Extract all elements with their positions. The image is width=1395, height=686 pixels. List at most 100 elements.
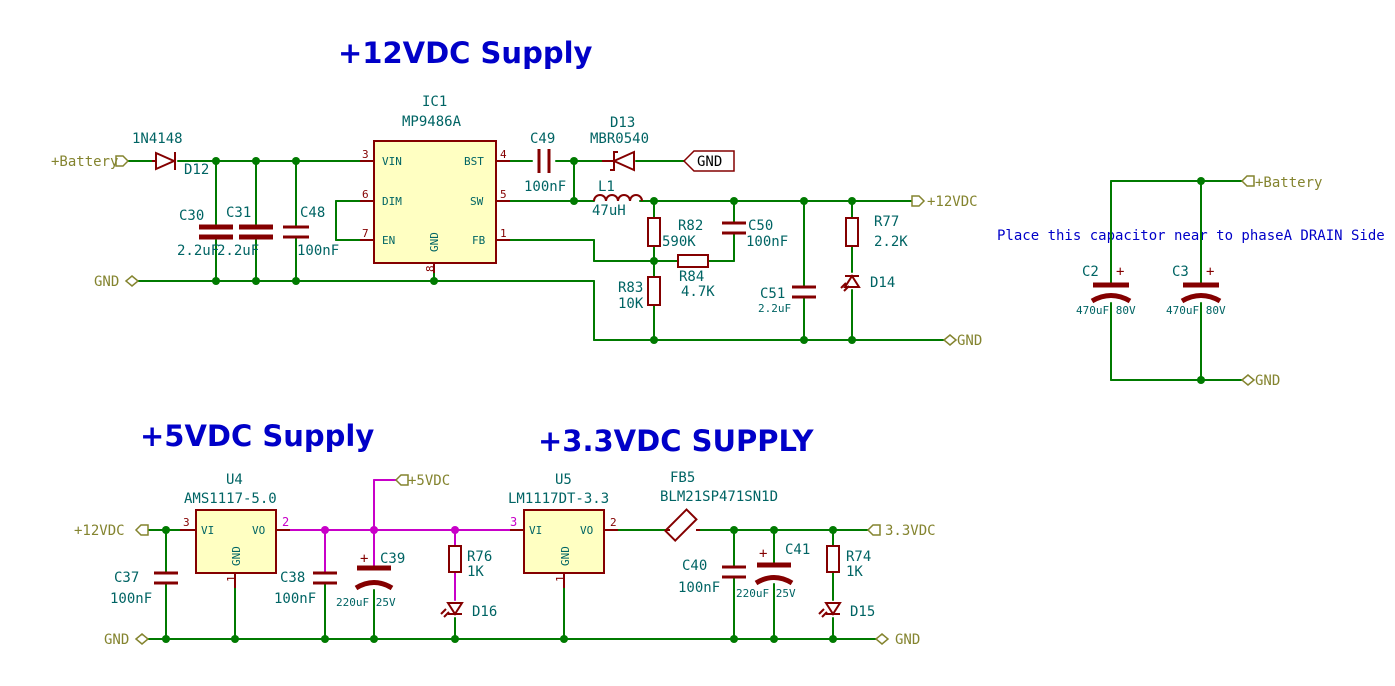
resistor-r82: R82 590K xyxy=(647,217,703,250)
capacitor-c40: C40 100nF xyxy=(678,558,746,596)
u5-pin-gnd: GND xyxy=(559,546,572,566)
c2-value: 470uF 80V xyxy=(1076,304,1136,317)
c3-polarity: + xyxy=(1206,264,1214,280)
ic1-ref: IC1 xyxy=(422,94,447,110)
ic1-mp9486a: IC1 MP9486A VIN DIM EN BST SW FB GND 3 6… xyxy=(360,94,510,273)
capacitor-c37: C37 100nF xyxy=(110,570,178,607)
u5-pin-num-gnd: 1 xyxy=(554,575,567,582)
d12-ref: D12 xyxy=(184,162,209,178)
c39-value: 220uF 25V xyxy=(336,596,396,609)
r74-ref: R74 xyxy=(846,549,871,565)
resistor-r77: R77 2.2K xyxy=(845,214,908,250)
label-gnd-right-text: GND xyxy=(1255,373,1280,389)
u5-lm1117: U5 LM1117DT-3.3 VI VO GND 3 2 1 xyxy=(508,472,618,588)
fb5-value: BLM21SP471SN1D xyxy=(660,489,778,505)
resistor-r76: R76 1K xyxy=(448,545,492,580)
ic1-pin-num-en: 7 xyxy=(362,227,369,240)
r84-ref: R84 xyxy=(679,269,704,285)
c50-ref: C50 xyxy=(748,218,773,234)
ic1-pin-num-sw: 5 xyxy=(500,188,507,201)
u5-pin-num-vi: 3 xyxy=(510,515,517,529)
wires-5v-3v3 xyxy=(147,529,877,640)
u4-pin-vo: VO xyxy=(252,524,265,537)
capacitor-c30: C30 2.2uF xyxy=(177,208,233,259)
c40-ref: C40 xyxy=(682,558,707,574)
capacitor-c38: C38 100nF xyxy=(274,570,337,607)
c41-polarity: + xyxy=(759,546,767,562)
u5-ref: U5 xyxy=(555,472,572,488)
r83-value: 10K xyxy=(618,296,644,312)
r77-ref: R77 xyxy=(874,214,899,230)
label-gnd-bottom-right-text: GND xyxy=(895,632,920,648)
capacitor-c3: C3 + 470uF 80V xyxy=(1166,264,1226,317)
u4-ams1117: U4 AMS1117-5.0 VI VO GND 3 2 1 xyxy=(180,472,290,588)
label-gnd-bottom-left: GND xyxy=(104,632,150,648)
ic1-pin-num-dim: 6 xyxy=(362,188,369,201)
l1-value: 47uH xyxy=(592,203,626,219)
c49-ref: C49 xyxy=(530,131,555,147)
wires-bulk-caps xyxy=(1110,180,1243,381)
ic1-pin-sw: SW xyxy=(470,195,484,208)
label-battery-in-text: +Battery xyxy=(51,154,118,170)
u4-pin-gnd: GND xyxy=(230,546,243,566)
c48-ref: C48 xyxy=(300,205,325,221)
label-12v-in: +12VDC xyxy=(74,523,149,539)
label-12v-in-text: +12VDC xyxy=(74,523,125,539)
ic1-pin-en: EN xyxy=(382,234,395,247)
l1-ref: L1 xyxy=(598,179,615,195)
d12-value: 1N4148 xyxy=(132,131,183,147)
r82-ref: R82 xyxy=(678,218,703,234)
placement-note: Place this capacitor near to phaseA DRAI… xyxy=(997,228,1385,244)
capacitor-c49: C49 100nF xyxy=(524,131,566,195)
label-gnd-bottom-left-text: GND xyxy=(104,632,129,648)
label-gnd-top-left: GND xyxy=(94,274,140,290)
label-12v-out-text: +12VDC xyxy=(927,194,978,210)
d13-ref: D13 xyxy=(610,115,635,131)
title-5v-supply: +5VDC Supply xyxy=(140,419,374,453)
label-battery-right-text: +Battery xyxy=(1255,175,1322,191)
ic1-pin-num-bst: 4 xyxy=(500,148,507,161)
d15-ref: D15 xyxy=(850,604,875,620)
led-d16: D16 xyxy=(440,602,497,620)
r82-value: 590K xyxy=(662,234,696,250)
label-gnd-right: GND xyxy=(1240,373,1280,389)
c38-value: 100nF xyxy=(274,591,316,607)
label-gnd-top-left-text: GND xyxy=(94,274,119,290)
inductor-l1: L1 47uH xyxy=(592,179,643,219)
u4-pin-num-gnd: 1 xyxy=(225,575,238,582)
ic1-pin-num-fb: 1 xyxy=(500,227,507,240)
label-gnd-box-text: GND xyxy=(697,154,722,170)
fb5-ref: FB5 xyxy=(670,470,695,486)
led-d15: D15 xyxy=(818,602,875,620)
u4-pin-vi: VI xyxy=(201,524,214,537)
c40-value: 100nF xyxy=(678,580,720,596)
r76-value: 1K xyxy=(467,564,484,580)
c3-value: 470uF 80V xyxy=(1166,304,1226,317)
c51-ref: C51 xyxy=(760,286,785,302)
u5-pin-vo: VO xyxy=(580,524,593,537)
c31-value: 2.2uF xyxy=(217,243,259,259)
ic1-pin-num-gnd: 8 xyxy=(424,265,437,272)
u4-pin-num-vi: 3 xyxy=(183,516,190,529)
u5-value: LM1117DT-3.3 xyxy=(508,491,609,507)
c2-ref: C2 xyxy=(1082,264,1099,280)
u4-ref: U4 xyxy=(226,472,243,488)
c3-ref: C3 xyxy=(1172,264,1189,280)
ic1-pin-gnd: GND xyxy=(428,232,441,252)
resistor-r83: R83 10K xyxy=(618,276,661,312)
capacitor-c41: + C41 220uF 25V xyxy=(736,542,810,600)
c49-value: 100nF xyxy=(524,179,566,195)
c48-value: 100nF xyxy=(297,243,339,259)
resistor-r84: R84 4.7K xyxy=(677,254,715,300)
u4-pin-num-vo: 2 xyxy=(282,515,289,529)
capacitor-c39: + C39 220uF 25V xyxy=(336,551,405,609)
c37-ref: C37 xyxy=(114,570,139,586)
led-d14: D14 xyxy=(840,274,895,292)
label-3v3-out-text: 3.3VDC xyxy=(885,523,936,539)
c51-value: 2.2uF xyxy=(758,302,791,315)
c38-ref: C38 xyxy=(280,570,305,586)
label-3v3-out: 3.3VDC xyxy=(866,523,936,539)
capacitor-c50: C50 100nF xyxy=(722,218,788,250)
c41-value: 220uF 25V xyxy=(736,587,796,600)
r76-ref: R76 xyxy=(467,549,492,565)
